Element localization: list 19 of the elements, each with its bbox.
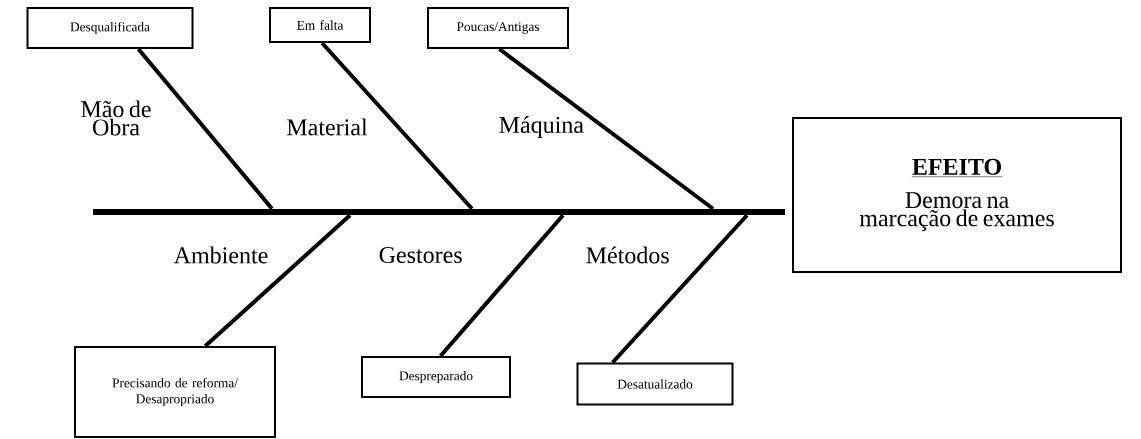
- category-label: Material: [287, 118, 368, 136]
- bone-line: [136, 47, 274, 211]
- bone-line: [498, 47, 715, 211]
- cause-box: Desqualificada: [26, 7, 194, 49]
- category-label: Ambiente: [173, 246, 268, 264]
- effect-box: EFEITO Demora na marcação de exames: [792, 117, 1122, 273]
- cause-box: Precisando de reforma/ Desapropriado: [74, 346, 276, 438]
- bone-line: [203, 213, 352, 348]
- category-label: Mão de Obra: [81, 100, 151, 136]
- cause-box: Despreparado: [361, 356, 511, 398]
- cause-box: Em falta: [269, 7, 371, 43]
- category-label: Gestores: [379, 246, 462, 264]
- cause-box: Desatualizado: [576, 362, 734, 406]
- cause-box: Poucas/Antigas: [427, 7, 569, 49]
- bone-line: [611, 213, 749, 364]
- bone-line: [320, 41, 474, 211]
- category-label: Máquina: [499, 116, 584, 138]
- category-label: Métodos: [586, 246, 669, 264]
- bone-line: [439, 213, 565, 358]
